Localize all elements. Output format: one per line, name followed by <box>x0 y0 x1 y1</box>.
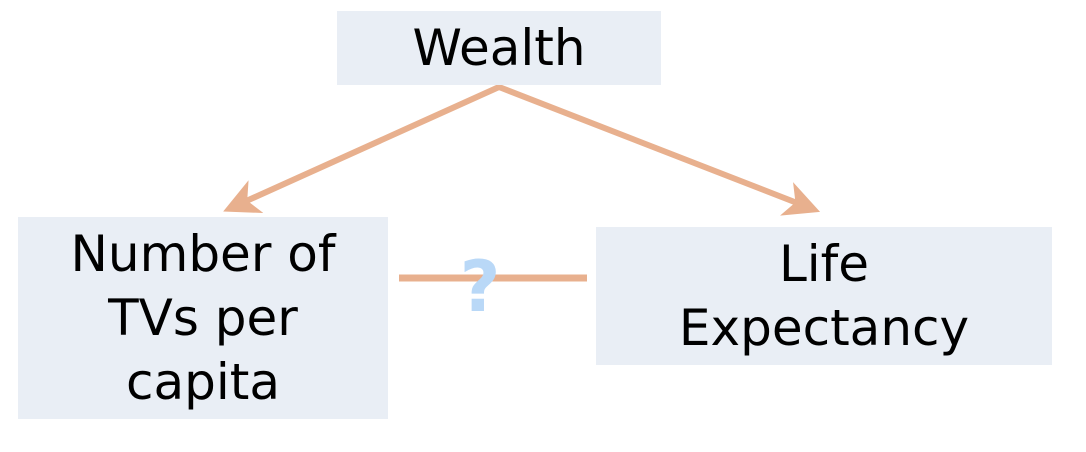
arrow-wealth-to-life-expectancy <box>496 84 821 216</box>
node-wealth: Wealth <box>337 11 661 85</box>
arrow-wealth-to-tvs <box>223 84 502 214</box>
node-tvs-per-capita: Number of TVs per capita <box>18 217 388 419</box>
node-tvs-per-capita-label: Number of TVs per capita <box>70 225 336 411</box>
node-wealth-label: Wealth <box>412 19 586 77</box>
relation-question-mark: ? <box>459 246 501 328</box>
node-life-expectancy: Life Expectancy <box>596 227 1052 365</box>
node-life-expectancy-label: Life Expectancy <box>678 235 970 357</box>
